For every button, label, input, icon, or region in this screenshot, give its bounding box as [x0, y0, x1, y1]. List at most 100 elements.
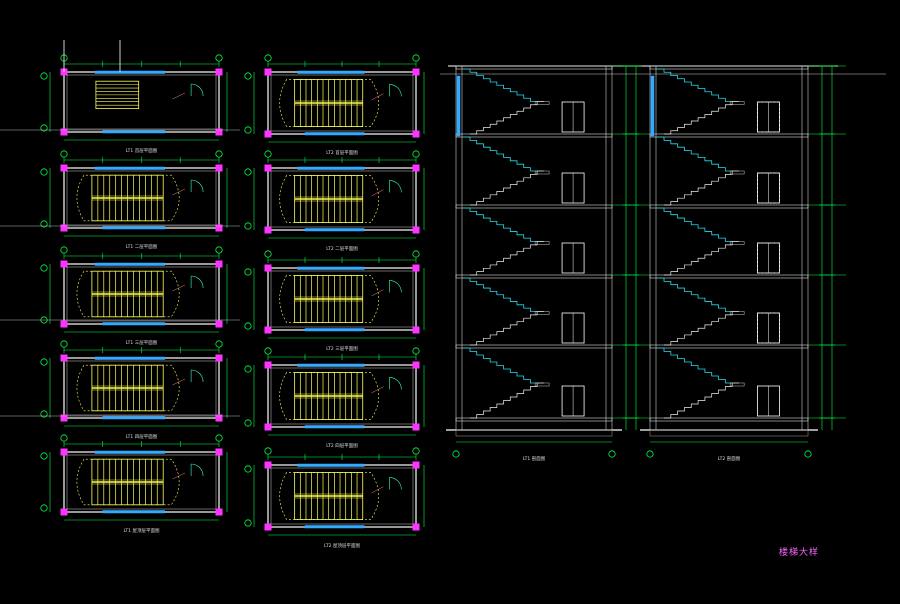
annotation-leader	[371, 486, 384, 494]
stair-landing	[534, 241, 550, 245]
floor-slab	[455, 65, 613, 70]
column	[215, 320, 223, 328]
column	[264, 164, 272, 172]
axis-bubble	[412, 347, 420, 355]
axis-bubble	[40, 168, 48, 176]
axis-bubble	[412, 54, 420, 62]
axis-bubble	[804, 450, 812, 458]
plan-label: LT1 屋顶层平面图	[124, 528, 160, 534]
axis-bubble	[264, 150, 272, 158]
axis-bubble	[646, 450, 654, 458]
column	[215, 68, 223, 76]
axis-bubble	[452, 450, 460, 458]
window-strip	[304, 228, 365, 232]
annotation-leader	[172, 284, 186, 292]
axis-bubble	[215, 340, 223, 348]
column	[60, 320, 68, 328]
column	[412, 523, 420, 531]
window-strip	[102, 416, 165, 420]
column	[215, 260, 223, 268]
column	[412, 226, 420, 234]
door-swing	[389, 377, 402, 390]
column	[412, 423, 420, 431]
plan-label: LT2 二层平面图	[326, 246, 358, 252]
plan-label: LT1 四层平面图	[126, 434, 158, 440]
floor-plan: LT1 四层平面图	[40, 340, 228, 440]
stair-flight-lower	[664, 382, 739, 419]
annotation-leader	[371, 289, 384, 297]
column	[264, 361, 272, 369]
axis-bubble	[215, 434, 223, 442]
plan-wall-inner	[66, 454, 217, 510]
section-label: LT1 剖面图	[523, 455, 546, 462]
section-door-hidden	[757, 312, 780, 344]
floor-plan: LT1 三层平面图	[40, 246, 228, 346]
stair-flight-upper	[657, 136, 733, 172]
door-swing	[389, 477, 402, 490]
stair-landing	[729, 241, 745, 245]
stair-flight-upper	[463, 347, 538, 384]
column	[60, 414, 68, 422]
section-door-hidden	[757, 242, 780, 274]
stair-flight-lower	[664, 170, 739, 206]
door-swing	[191, 179, 204, 193]
floor-plan: LT2 二层平面图	[244, 150, 425, 252]
axis-bubble	[215, 54, 223, 62]
stair-flight-lower	[470, 311, 544, 346]
stair-landing	[279, 175, 380, 223]
stair-flight-lower	[664, 241, 739, 276]
axis-bubble	[244, 72, 252, 80]
column	[60, 448, 68, 456]
window-strip	[102, 226, 165, 230]
axis-bubble	[412, 447, 420, 455]
axis-bubble	[40, 72, 48, 80]
column	[264, 264, 272, 272]
column	[60, 260, 68, 268]
column	[215, 128, 223, 136]
annotation-leader	[371, 93, 384, 101]
floor-slab	[455, 204, 613, 209]
plan-wall-inner	[66, 360, 217, 416]
axis-bubble	[264, 347, 272, 355]
plan-wall-inner	[270, 170, 414, 228]
floor-slab	[649, 344, 809, 349]
axis-bubble	[608, 450, 616, 458]
plan-wall-inner	[270, 467, 414, 525]
axis-bubble	[215, 246, 223, 254]
stair-landing	[76, 270, 180, 318]
window-strip	[94, 166, 165, 170]
window-strip	[297, 70, 365, 74]
axis-bubble	[60, 150, 68, 158]
plan-wall-inner	[66, 74, 217, 130]
lt2-stair-section: LT2 剖面图	[640, 65, 846, 462]
column	[412, 264, 420, 272]
stair-landing	[279, 79, 380, 127]
column	[264, 68, 272, 76]
window-strip	[297, 266, 365, 270]
plan-label: LT1 二层平面图	[126, 244, 158, 250]
axis-bubble	[244, 322, 252, 330]
window-strip	[297, 463, 365, 467]
column	[60, 128, 68, 136]
column	[215, 224, 223, 232]
floor-slab	[455, 133, 613, 138]
window-strip	[102, 510, 165, 514]
axis-bubble	[40, 124, 48, 132]
column	[412, 164, 420, 172]
window-strip	[102, 130, 165, 134]
column	[60, 164, 68, 172]
axis-bubble	[40, 504, 48, 512]
floor-slab	[649, 204, 809, 209]
column	[264, 523, 272, 531]
floor-plan: LT2 屋顶层平面图	[244, 447, 425, 549]
floor-plan: LT1 首层平面图	[40, 54, 228, 154]
floor-plan: LT2 三层平面图	[244, 250, 425, 352]
axis-bubble	[60, 246, 68, 254]
axis-bubble	[60, 434, 68, 442]
column	[264, 423, 272, 431]
floor-slab	[649, 65, 809, 70]
door-swing	[389, 84, 402, 97]
window-strip	[94, 356, 165, 360]
